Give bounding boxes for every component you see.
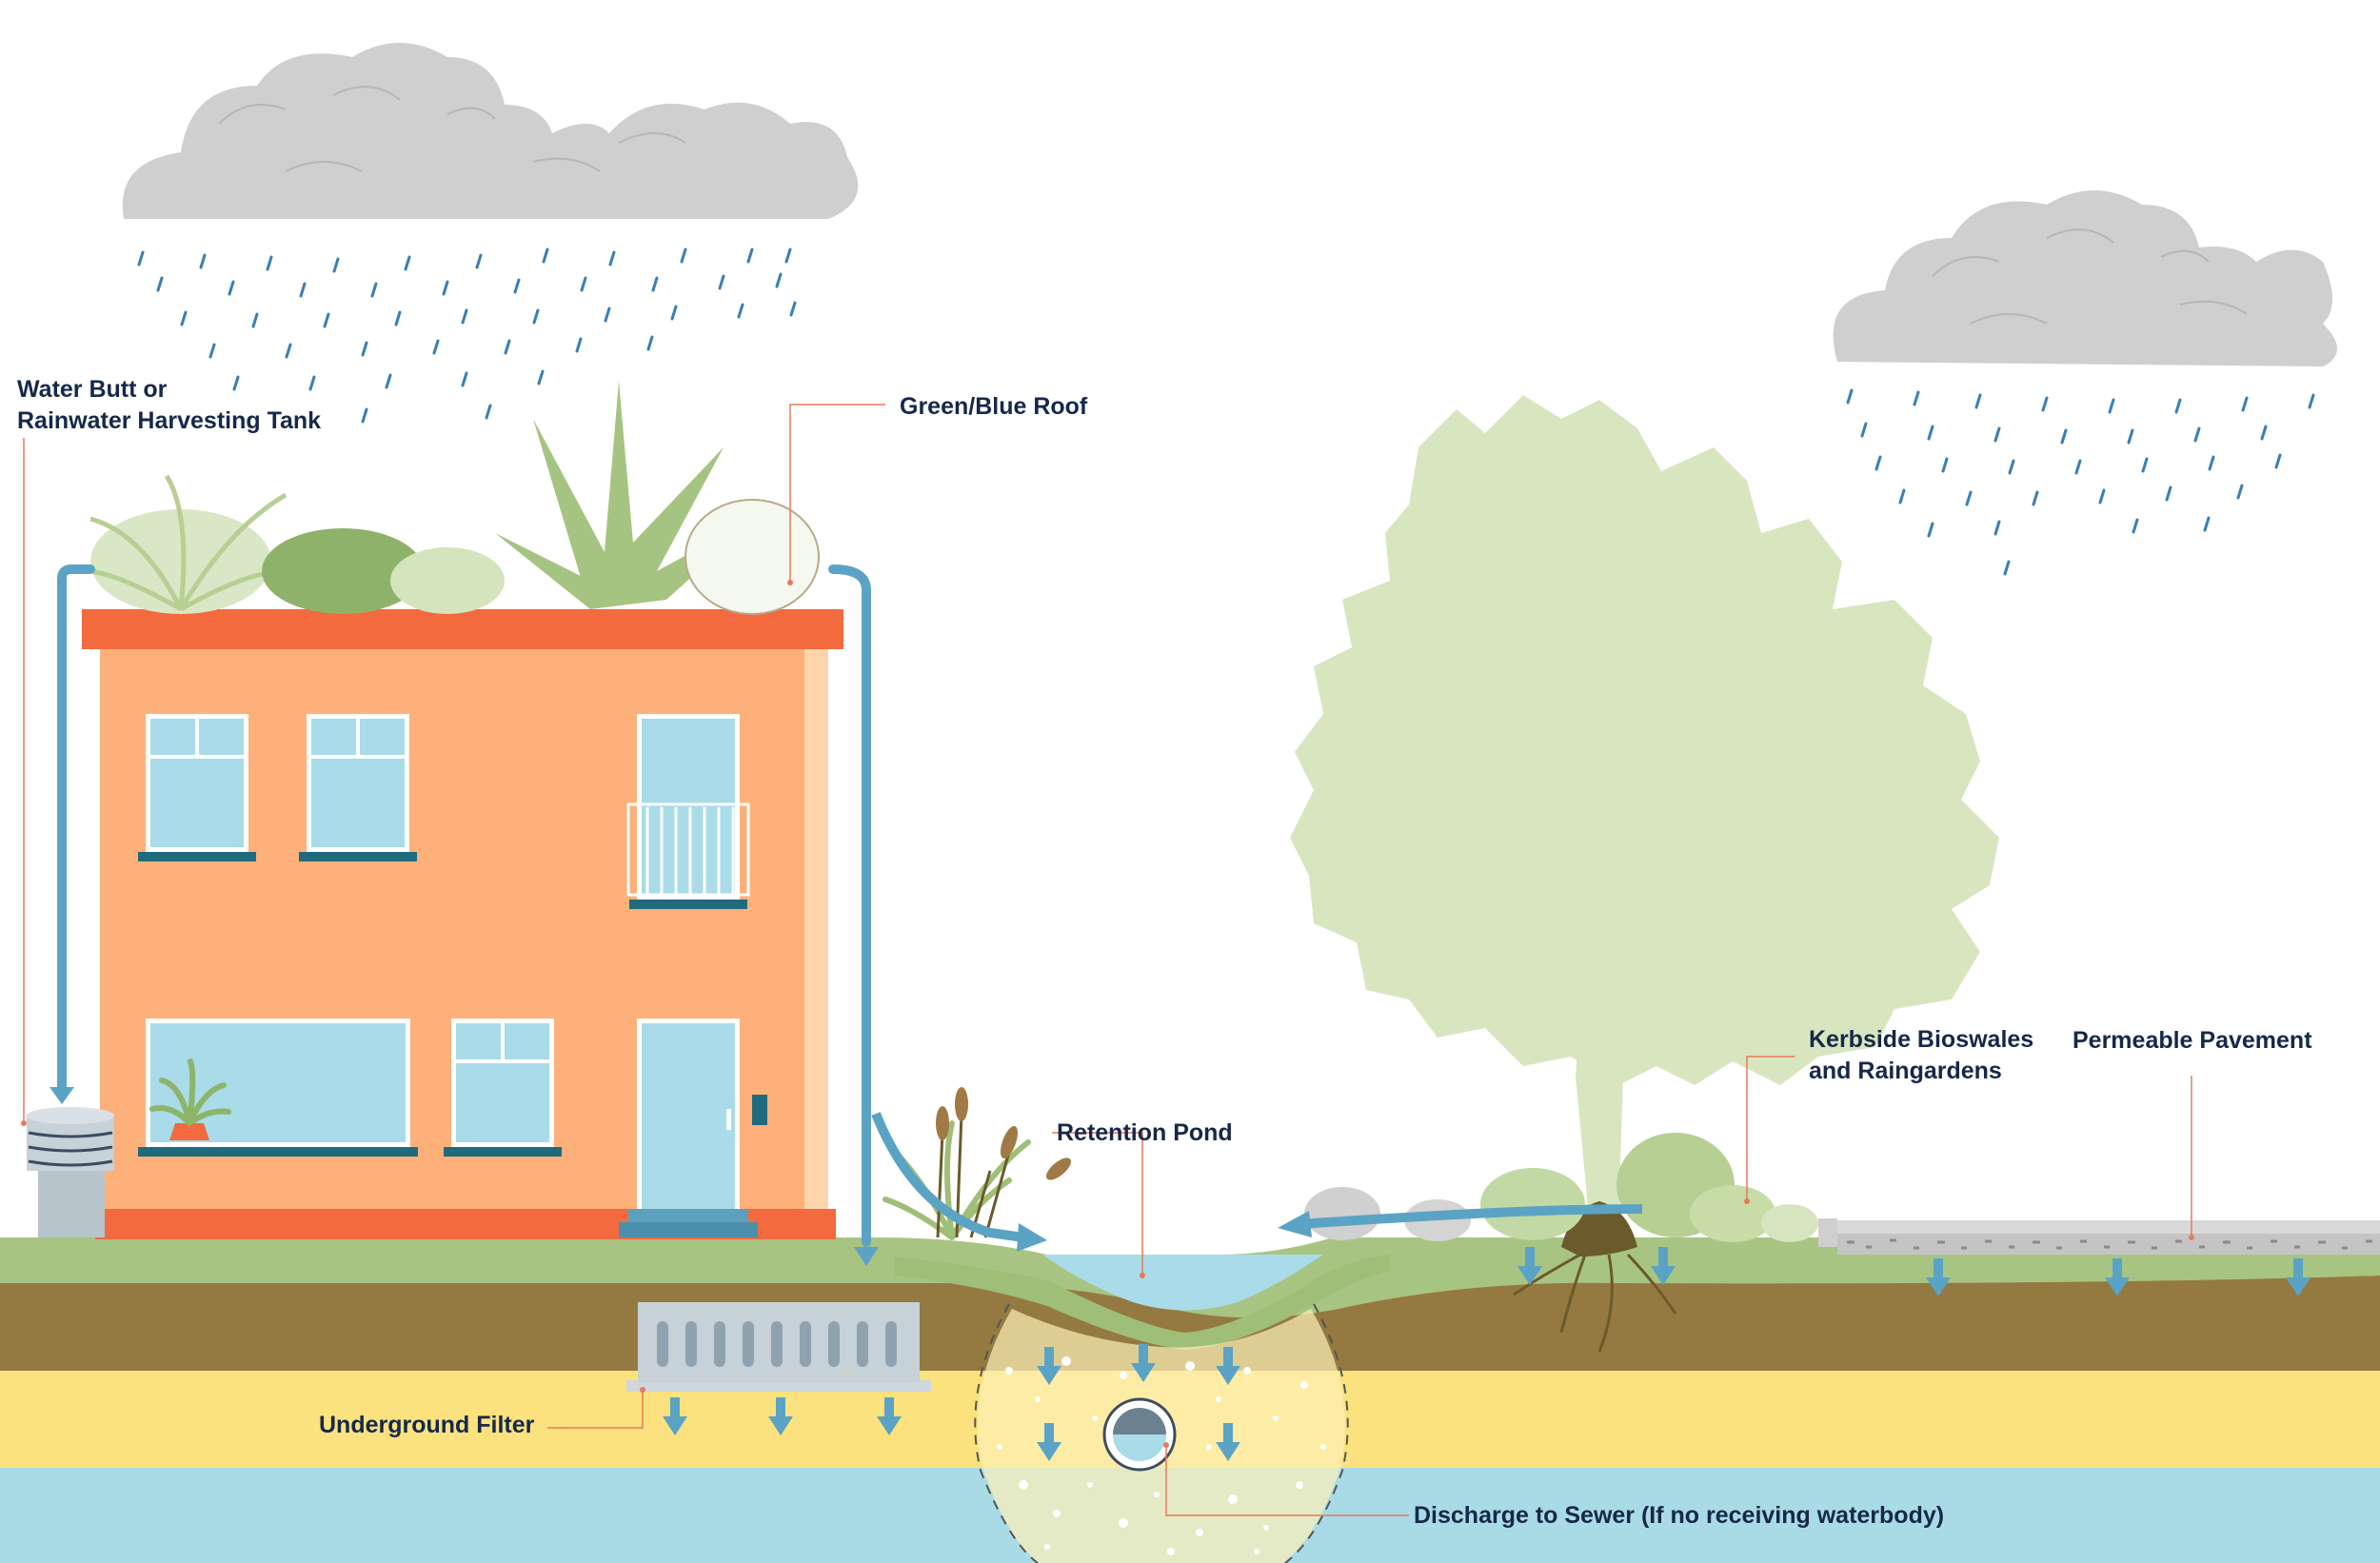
- downpipe-right: [828, 564, 871, 1247]
- bioswale-rock-left: [1304, 1187, 1380, 1240]
- cattail-1: [936, 1106, 949, 1140]
- roof-shrub-dark: [262, 528, 424, 614]
- pond-water: [1042, 1255, 1323, 1311]
- leader-lines: [23, 404, 2192, 1516]
- leader-kerbside: [1746, 1056, 1795, 1201]
- potted-plant-leaves: [149, 1058, 231, 1126]
- roof-fern-fronds: [85, 474, 288, 612]
- sewer-pipe-water: [1113, 1408, 1166, 1434]
- leader-underground-filter: [547, 1390, 644, 1429]
- juliet-balcony-rail: [626, 802, 750, 897]
- pavement-kerb: [1818, 1218, 1837, 1247]
- filter-slots: [657, 1321, 897, 1367]
- leader-retention-pond: [1052, 1132, 1143, 1274]
- door-step-bottom: [619, 1222, 758, 1237]
- cattail-3: [1000, 1125, 1019, 1159]
- cloud-detail-left: [218, 86, 686, 172]
- bioswale-shrub-b: [1690, 1185, 1775, 1242]
- bioswale-fern: [1480, 1168, 1585, 1240]
- house: [82, 609, 843, 1239]
- infiltration-arrows: [663, 1247, 2311, 1461]
- pavement-aggregate-layer: [1837, 1234, 2380, 1255]
- bioswale-plants: [1304, 1133, 1818, 1242]
- downpipe-left: [57, 564, 95, 1095]
- flow-arrowhead-right: [1278, 1211, 1312, 1237]
- arrowhead-right-pipe: [854, 1247, 879, 1266]
- label-water-butt-line2: Rainwater Harvesting Tank: [17, 407, 321, 434]
- window-upper-middle: [299, 714, 417, 861]
- roof-trim: [82, 609, 843, 649]
- pond-reeds: [883, 1087, 1072, 1240]
- pond-bank: [895, 1255, 1390, 1350]
- underground-filter: [626, 1302, 931, 1392]
- label-discharge-to-sewer: Discharge to Sewer (If no receiving wate…: [1414, 1502, 1944, 1529]
- tree-canopy: [1290, 395, 1999, 1085]
- front-door: [619, 1019, 767, 1237]
- tree-trunk: [1576, 999, 1637, 1228]
- green-roof-plants: [85, 381, 820, 615]
- filter-arrows: [663, 1397, 902, 1435]
- flow-arrowhead-left: [1017, 1223, 1047, 1252]
- door-bell: [752, 1095, 767, 1125]
- bioswale-shrub-c: [1761, 1204, 1818, 1242]
- cloud-shape-left: [122, 43, 859, 219]
- potted-plant: [169, 1123, 209, 1140]
- downpipe-arrowheads: [50, 1087, 879, 1266]
- cattail-4: [1045, 1157, 1072, 1180]
- left-cloud: [122, 43, 859, 219]
- pavement-top-layer: [1837, 1220, 2380, 1234]
- window-lower-large: [138, 1019, 418, 1157]
- permeable-pavement: [1818, 1218, 2380, 1255]
- pond-arrows: [1037, 1344, 1240, 1461]
- arrowhead-water-butt: [50, 1087, 74, 1104]
- roof-shrub-light: [390, 547, 505, 614]
- sewer-pipe: [1102, 1397, 1177, 1472]
- cattail-2: [955, 1087, 968, 1121]
- roof-shrub-outline: [684, 499, 820, 615]
- bioswale-arrows: [1517, 1247, 1676, 1285]
- balcony-window: [626, 714, 750, 909]
- rain-left: [137, 247, 797, 424]
- label-water-butt-line1: Water Butt or: [17, 376, 168, 403]
- door-step-top: [628, 1209, 748, 1222]
- filter-base: [626, 1380, 931, 1392]
- labels: Water Butt or Rainwater Harvesting Tank …: [17, 376, 2312, 1529]
- label-green-blue-roof: Green/Blue Roof: [900, 393, 1088, 420]
- pavement-aggregate-texture: [1847, 1238, 2372, 1250]
- leader-green-roof: [789, 404, 885, 581]
- topsoil-layer: [0, 1276, 2380, 1371]
- flow-arrow-to-pond-left: [871, 1112, 1024, 1242]
- window-lower-small: [444, 1019, 562, 1157]
- surface-flow-arrows: [871, 1112, 1643, 1252]
- cloud-shape-right: [1833, 190, 2337, 366]
- label-kerbside-line1: Kerbside Bioswales: [1809, 1026, 2033, 1053]
- water-butt: [27, 1107, 114, 1237]
- flow-arrow-to-pond-right: [1303, 1204, 1643, 1229]
- leader-discharge: [1165, 1445, 1409, 1516]
- water-butt-stand: [38, 1163, 105, 1237]
- downpipes: [57, 564, 871, 1247]
- label-permeable-pavement: Permeable Pavement: [2073, 1027, 2312, 1054]
- reed-stems: [936, 1113, 1011, 1238]
- window-upper-left: [138, 714, 256, 861]
- water-butt-lid: [27, 1107, 114, 1124]
- label-kerbside-line2: and Raingardens: [1809, 1058, 2002, 1084]
- rain-right: [1846, 388, 2315, 576]
- infiltration-bubbles: [997, 1356, 1326, 1555]
- label-retention-pond: Retention Pond: [1057, 1119, 1233, 1146]
- tree-root-lines: [1513, 1253, 1677, 1353]
- water-butt-bands: [28, 1131, 113, 1167]
- leader-dots: [21, 580, 2194, 1448]
- right-cloud: [1833, 190, 2337, 366]
- cloud-detail-right: [1932, 228, 2248, 325]
- label-underground-filter: Underground Filter: [319, 1412, 535, 1438]
- pavement-arrows: [1926, 1258, 2311, 1296]
